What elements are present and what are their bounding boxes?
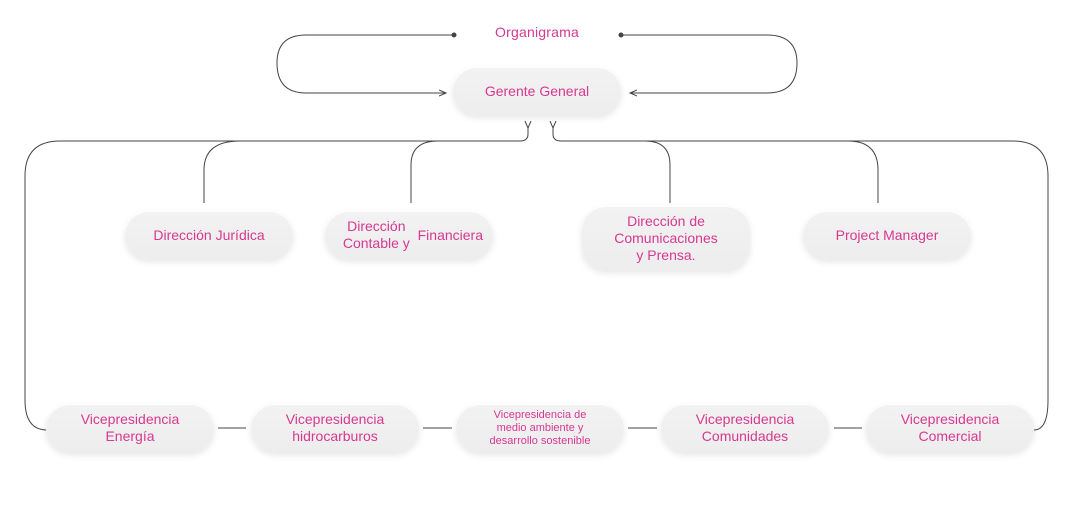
node-label-line: medio ambiente y <box>496 421 584 434</box>
node-label-line: Financiera <box>417 226 483 243</box>
node-label-line: Vicepresidencia <box>80 411 180 427</box>
node-label-line: Vicepresidencia <box>285 411 385 427</box>
comunicaciones-connector <box>644 140 671 203</box>
node-vp-energia[interactable]: Vicepresidencia Energía <box>46 404 214 452</box>
node-vp-hidrocarburos[interactable]: Vicepresidencia hidrocarburos <box>251 404 419 452</box>
node-label-line: Vicepresidencia <box>900 411 1000 427</box>
node-gerente-general[interactable]: Gerente General <box>453 67 621 115</box>
node-vp-comercial[interactable]: Vicepresidencia Comercial <box>866 404 1034 452</box>
node-direccion-contable[interactable]: Dirección Contable y Financiera <box>325 211 493 259</box>
node-label-line: Vicepresidencia de <box>493 408 587 421</box>
node-label-line: Comunidades <box>701 428 789 444</box>
title-right-loop <box>621 34 798 93</box>
right-branch-line <box>553 128 1049 431</box>
node-project-manager[interactable]: Project Manager <box>803 211 971 259</box>
node-label: Project Manager <box>835 226 939 243</box>
node-label-line: desarrollo sostenible <box>489 434 591 447</box>
node-vp-medio-ambiente[interactable]: Vicepresidencia de medio ambiente y desa… <box>456 404 624 452</box>
node-label-line: Dirección Contable y <box>342 218 410 251</box>
node-direccion-comunicaciones[interactable]: Dirección de Comunicaciones y Prensa. <box>582 206 750 270</box>
juridica-connector <box>203 140 241 203</box>
left-branch-line <box>24 128 528 431</box>
node-label: Dirección Jurídica <box>153 226 265 243</box>
node-label-line: hidrocarburos <box>292 428 378 444</box>
node-vp-comunidades[interactable]: Vicepresidencia Comunidades <box>661 404 829 452</box>
chart-title: Organigrama <box>495 24 579 40</box>
node-label: Gerente General <box>484 82 590 99</box>
node-direccion-juridica[interactable]: Dirección Jurídica <box>125 211 293 259</box>
project-connector <box>847 140 879 203</box>
node-label-line: Comercial <box>918 428 982 444</box>
node-label-line: Energía <box>105 428 155 444</box>
node-label-line: Comunicaciones <box>614 229 718 246</box>
node-label-line: Vicepresidencia <box>695 411 795 427</box>
title-left-loop <box>276 34 454 93</box>
node-label-line: y Prensa. <box>636 246 696 263</box>
contable-connector <box>410 140 439 203</box>
node-label-line: Dirección de <box>627 212 705 229</box>
